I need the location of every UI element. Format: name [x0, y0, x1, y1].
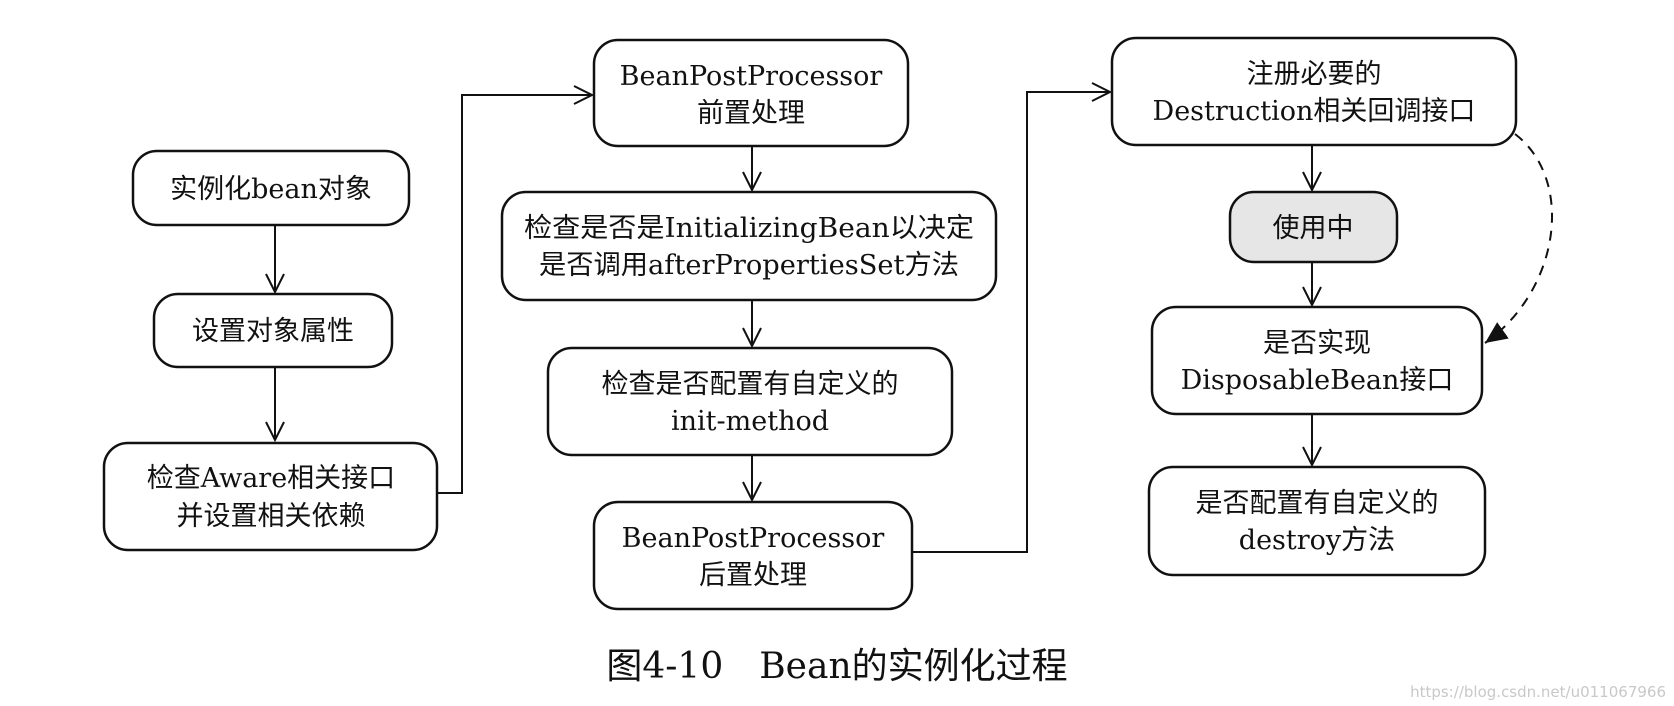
node-destroy-method-line1: 是否配置有自定义的 [1196, 488, 1439, 519]
node-initializing-line2: 是否调用afterPropertiesSet方法 [539, 250, 959, 281]
node-in-use: 使用中 [1228, 190, 1399, 264]
node-destruction-line1: 注册必要的 [1247, 59, 1382, 90]
node-set-props: 设置对象属性 [152, 292, 394, 369]
node-set-props-label: 设置对象属性 [192, 316, 354, 347]
node-aware: 检查Aware相关接口 并设置相关依赖 [102, 441, 439, 552]
node-instantiate: 实例化bean对象 [131, 149, 411, 227]
node-disposable-line2: DisposableBean接口 [1181, 365, 1454, 396]
node-destruction-line2: Destruction相关回调接口 [1153, 96, 1476, 127]
node-bpp-after-line2: 后置处理 [699, 560, 807, 591]
node-disposable-line1: 是否实现 [1263, 328, 1371, 359]
arrow-bpp-after-to-destruction [912, 92, 1110, 553]
figure-caption: 图4-10 Bean的实例化过程 [606, 646, 1067, 687]
watermark-url: https://blog.csdn.net/u011067966 [1410, 683, 1666, 701]
node-destruction: 注册必要的 Destruction相关回调接口 [1110, 36, 1518, 147]
node-disposable: 是否实现 DisposableBean接口 [1150, 305, 1484, 416]
node-initializing: 检查是否是InitializingBean以决定 是否调用afterProper… [500, 190, 998, 302]
node-initializing-line1: 检查是否是InitializingBean以决定 [524, 213, 974, 244]
node-init-method-line1: 检查是否配置有自定义的 [602, 369, 899, 400]
node-init-method: 检查是否配置有自定义的 init-method [546, 346, 954, 457]
node-bpp-before: BeanPostProcessor 前置处理 [592, 38, 910, 148]
node-bpp-after-line1: BeanPostProcessor [622, 523, 885, 554]
node-destroy-method: 是否配置有自定义的 destroy方法 [1147, 465, 1487, 577]
node-bpp-before-line1: BeanPostProcessor [620, 61, 883, 92]
node-bpp-after: BeanPostProcessor 后置处理 [592, 500, 914, 611]
node-bpp-before-line2: 前置处理 [697, 98, 805, 129]
node-aware-line1: 检查Aware相关接口 [147, 463, 395, 494]
node-init-method-line2: init-method [671, 406, 829, 437]
node-destroy-method-line2: destroy方法 [1239, 525, 1395, 556]
connectors [275, 92, 1554, 553]
arrow-aware-to-bpp-before [437, 95, 592, 494]
node-in-use-label: 使用中 [1273, 213, 1354, 244]
node-aware-line2: 并设置相关依赖 [177, 501, 366, 532]
dashed-arrow-destruction-to-disposable [1484, 133, 1554, 344]
node-instantiate-label: 实例化bean对象 [170, 174, 372, 205]
